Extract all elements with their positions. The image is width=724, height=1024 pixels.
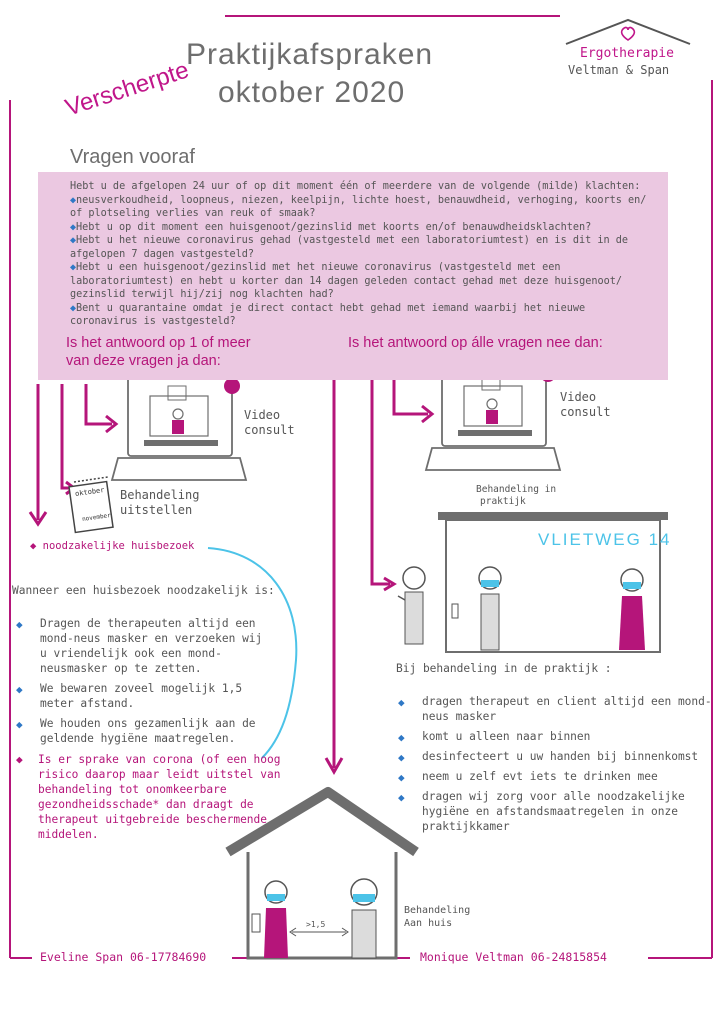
practice-rule-item: ◆neem u zelf evt iets te drinken mee	[398, 770, 658, 784]
diamond-icon: ◆	[16, 753, 23, 766]
calendar-notepad-illustration	[68, 476, 114, 534]
home-visit-tag: ◆ noodzakelijke huisbezoek	[30, 540, 195, 552]
diamond-icon: ◆	[398, 771, 405, 784]
practice-sign: VLIETWEG 14	[538, 530, 672, 549]
home-visit-heading: Wanneer een huisbezoek noodzakelijk is:	[12, 584, 275, 597]
practice-heading: Bij behandeling in de praktijk :	[396, 662, 612, 675]
diamond-icon: ◆	[398, 731, 405, 744]
diamond-icon: ◆	[16, 618, 23, 631]
diamond-icon: ◆	[398, 696, 405, 709]
postpone-label: Behandeling uitstellen	[120, 488, 200, 517]
practice-rule-item: ◆dragen wij zorg voor alle noodzakelijke…	[398, 790, 685, 833]
contact-monique: Monique Veltman 06-24815854	[420, 950, 607, 964]
diamond-icon: ◆	[30, 540, 37, 552]
laptop-left-illustration	[110, 375, 248, 481]
home-rule-item: ◆We houden ons gezamenlijk aan de gelden…	[16, 717, 256, 745]
question-item: ◆Hebt u het nieuwe coronavirus gehad (va…	[70, 235, 629, 260]
heart-icon	[620, 26, 636, 41]
practice-rule-item: ◆desinfecteert u uw handen bij binnenkom…	[398, 750, 699, 764]
questions-list: Hebt u de afgelopen 24 uur of op dit mom…	[70, 180, 650, 329]
laptop-right-illustration	[424, 365, 562, 471]
home-treatment-label: Behandeling Aan huis	[404, 905, 471, 929]
practice-rule-item: ◆dragen therapeut en client altijd een m…	[398, 695, 712, 723]
home-rule-item: ◆Dragen de therapeuten altijd een mond-n…	[16, 617, 263, 675]
practice-room-illustration	[397, 512, 668, 653]
answer-yes-heading: Is het antwoord op 1 of meer van deze vr…	[66, 335, 251, 369]
home-rule-item: ◆We bewaren zoveel mogelijk 1,5 meter af…	[16, 682, 243, 710]
contact-eveline: Eveline Span 06-17784690	[40, 950, 207, 964]
brand-name: Ergotherapie	[580, 46, 674, 61]
home-visit-rules: ◆Dragen de therapeuten altijd een mond-n…	[14, 616, 264, 751]
distance-label: >1,5	[306, 920, 326, 929]
practice-label: Behandeling in praktijk	[476, 484, 557, 507]
arrows-right	[370, 372, 435, 592]
questions-heading: Vragen vooraf	[70, 146, 195, 168]
question-item: ◆Hebt u op dit moment een huisgenoot/gez…	[70, 221, 592, 233]
house-roof-icon	[565, 18, 691, 45]
diamond-icon: ◆	[398, 751, 405, 764]
page-title-line1: Praktijkafspraken	[186, 38, 434, 71]
video-consult-label-left: Video consult	[244, 408, 295, 437]
question-item: ◆neusverkoudheid, loopneus, niezen, keel…	[70, 194, 647, 220]
page-title-line2: oktober 2020	[218, 76, 406, 109]
arrows-left	[28, 372, 344, 776]
answer-no-heading: Is het antwoord op álle vragen nee dan:	[348, 335, 603, 351]
questions-box	[38, 172, 668, 380]
questions-intro: Hebt u de afgelopen 24 uur of op dit mom…	[70, 181, 641, 192]
brand-subtitle: Veltman & Span	[568, 63, 670, 77]
question-item: ◆Hebt u een huisgenoot/gezinslid met het…	[70, 262, 623, 300]
connector-curve	[207, 547, 298, 759]
diamond-icon: ◆	[16, 718, 23, 731]
question-item: ◆Bent u quarantaine omdat je direct cont…	[70, 302, 586, 328]
home-visit-illustration	[225, 787, 419, 960]
diamond-icon: ◆	[398, 791, 405, 804]
practice-rule-item: ◆komt u alleen naar binnen	[398, 730, 591, 744]
practice-rules: ◆dragen therapeut en client altijd een m…	[396, 694, 716, 839]
diamond-icon: ◆	[16, 683, 23, 696]
video-consult-label-right: Video consult	[560, 390, 611, 419]
home-rule-pink: ◆ Is er sprake van corona (of een hoog r…	[16, 753, 281, 841]
